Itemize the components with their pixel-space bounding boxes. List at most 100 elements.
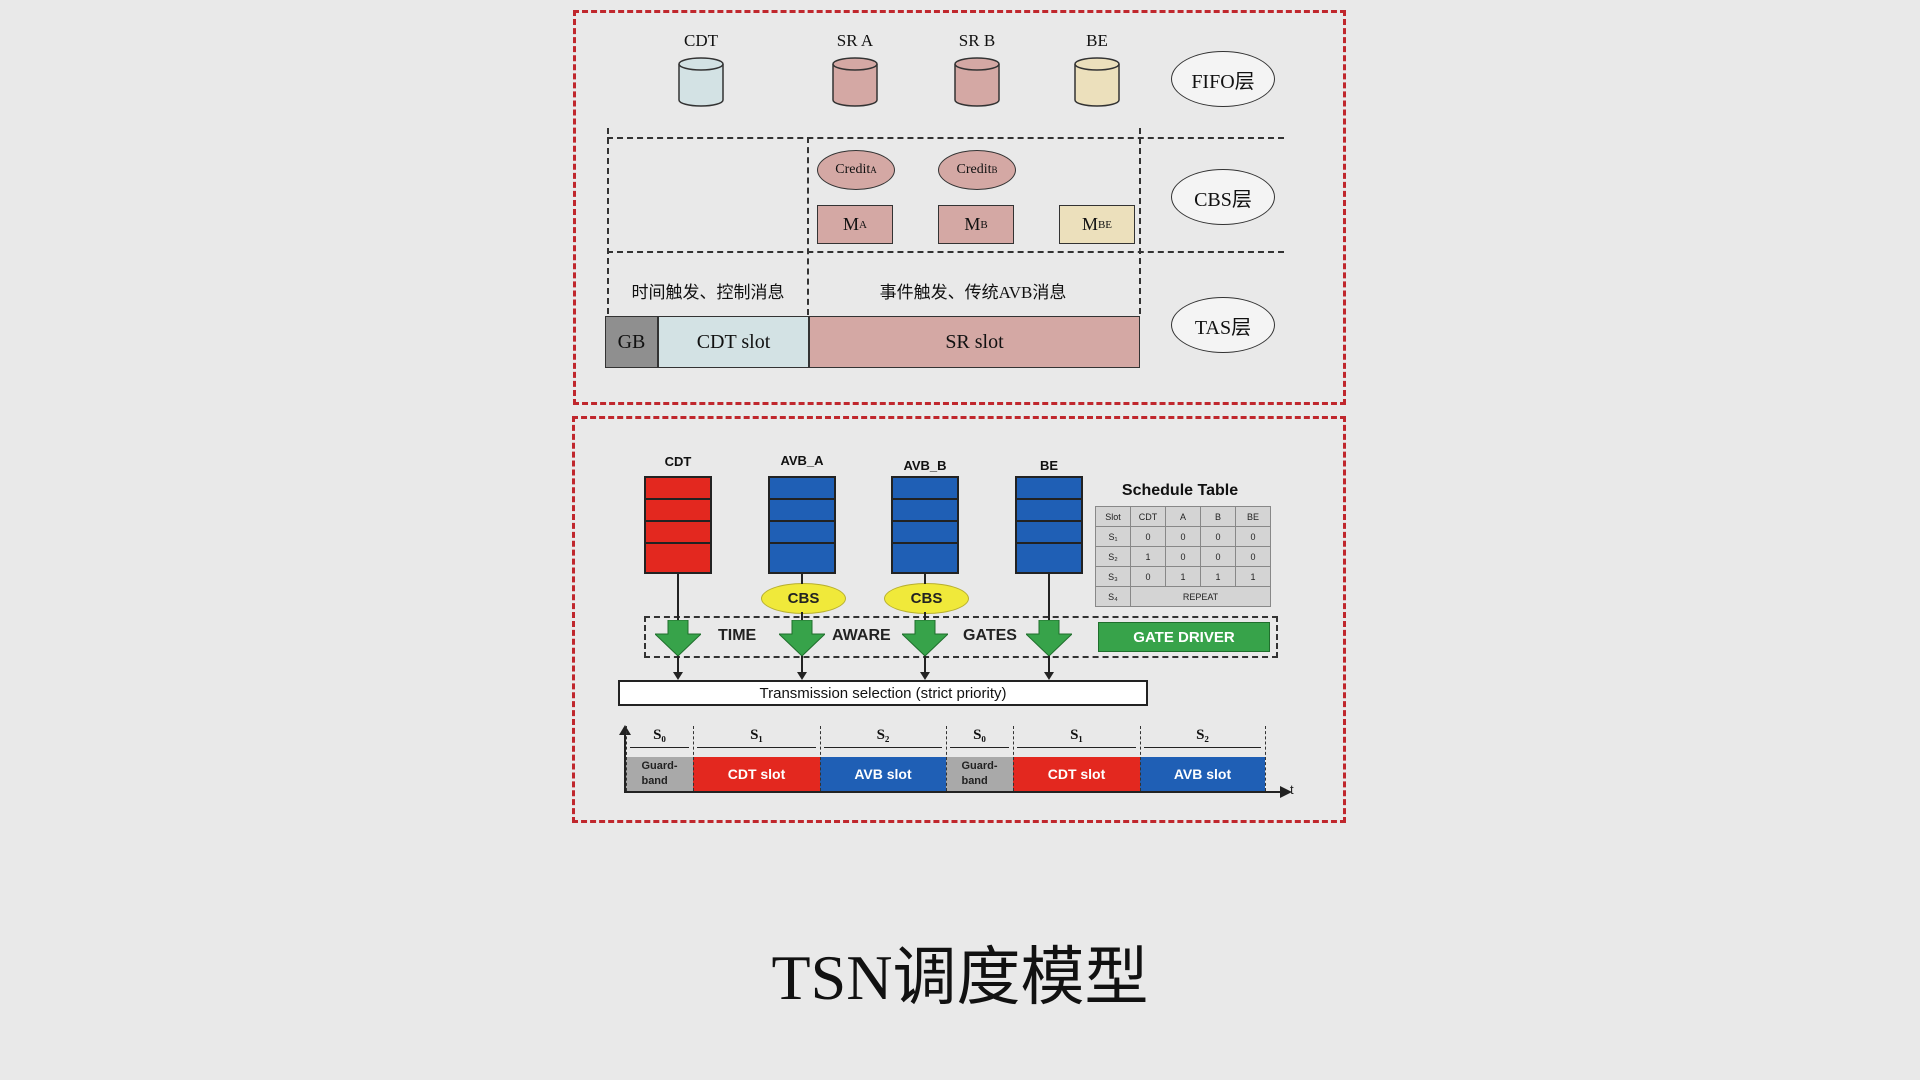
schedule-table-cell: 0 [1130, 526, 1166, 547]
gate-arrow-2 [902, 620, 948, 656]
gate-arrow-0 [655, 620, 701, 656]
transmission-arrowhead-3 [1044, 672, 1054, 680]
schedule-table-cell: 0 [1200, 546, 1236, 567]
timeline-segment-3: Guard- band [946, 757, 1013, 791]
schedule-table-cell: 0 [1165, 526, 1201, 547]
time-triggered-message-label: 时间触发、控制消息 [631, 282, 785, 302]
timeline-segment-label: CDT slot [1047, 766, 1106, 782]
gates-word-gates: GATES [963, 627, 1017, 644]
queue-to-cbs-connector-2 [924, 574, 926, 584]
sr-slot: SR slot [809, 316, 1140, 368]
timeline-slot-label-0: S₀ [653, 727, 666, 743]
queue-cell [1017, 500, 1081, 522]
timeline-boundary-tick [693, 726, 694, 791]
shaper-a-label: M [843, 214, 860, 234]
timeline-boundary-tick [626, 726, 627, 791]
fifo-queue-cylinder-0 [678, 57, 724, 107]
schedule-table-cell: S₃ [1095, 566, 1131, 587]
shaper-a-sub: A [859, 218, 867, 231]
queue-cell [893, 544, 957, 564]
cbs-layer-label: CBS层 [1171, 169, 1275, 225]
schedule-table-cell: Slot [1095, 506, 1131, 527]
schedule-table-cell: S₄ [1095, 586, 1131, 607]
shaper-b-label: M [964, 214, 981, 234]
tas-queue-3 [1015, 476, 1083, 574]
timeline-dimension-line-0 [630, 747, 689, 748]
queue-cell [893, 500, 957, 522]
timeline-slot-label-5: S₂ [1196, 727, 1209, 743]
shaper-be-sub: BE [1097, 218, 1113, 231]
gates-word-aware: AWARE [832, 627, 891, 644]
queue-cell [770, 522, 834, 544]
gate-arrow-3 [1026, 620, 1072, 656]
fifo-cbs-separator [607, 137, 1284, 139]
fifo-queue-cylinder-3 [1074, 57, 1120, 107]
tas-queue-1 [768, 476, 836, 574]
timeline-segment-2: AVB slot [820, 757, 946, 791]
queue-cell [646, 478, 710, 500]
figure-caption: TSN调度模型 [771, 942, 1149, 1013]
timeline-dimension-line-4 [1017, 747, 1136, 748]
time-aware-gates-box [644, 616, 1278, 658]
schedule-table-cell: B [1200, 506, 1236, 527]
schedule-table-cell: A [1165, 506, 1201, 527]
timeline-boundary-tick [1140, 726, 1141, 791]
schedule-table-cell: 0 [1165, 546, 1201, 567]
fifo-queue-cylinder-1 [832, 57, 878, 107]
fifo-cbs-tas-panel [573, 10, 1346, 405]
timeline-boundary-tick [946, 726, 947, 791]
queue-cell [1017, 478, 1081, 500]
schedule-table-cell: CDT [1130, 506, 1166, 527]
timeline-dimension-line-1 [697, 747, 816, 748]
timeline-segment-label: Guard- band [641, 760, 678, 787]
queue-cell [893, 522, 957, 544]
middle-boundary-dash [807, 137, 809, 315]
tas-detail-panel [572, 416, 1346, 823]
tas-queue-label-0: CDT [664, 453, 692, 469]
timeline-boundary-tick [820, 726, 821, 791]
schedule-table-cell: 0 [1235, 546, 1271, 567]
left-boundary-dash [607, 128, 609, 314]
cbs-tas-separator [607, 251, 1284, 253]
event-triggered-message-label: 事件触发、传统AVB消息 [879, 282, 1067, 302]
schedule-table-cell: 0 [1235, 526, 1271, 547]
fifo-queue-cylinder-2 [954, 57, 1000, 107]
timeline-y-axis [624, 730, 626, 792]
timeline-segment-1: CDT slot [693, 757, 820, 791]
timeline-segment-label: Guard- band [961, 760, 998, 787]
fifo-queue-label-0: CDT [684, 31, 718, 50]
timeline-segment-label: AVB slot [854, 766, 912, 782]
gb-slot: GB [605, 316, 658, 368]
fifo-queue-label-3: BE [1086, 31, 1108, 50]
tas-layer-label: TAS层 [1171, 297, 1275, 353]
timeline-boundary-tick [1265, 726, 1266, 791]
queue-cell [770, 500, 834, 522]
queue-cell [1017, 522, 1081, 544]
schedule-table-cell: 0 [1130, 566, 1166, 587]
queue-cell [646, 544, 710, 564]
gate-driver-box: GATE DRIVER [1098, 622, 1270, 652]
gates-word-time: TIME [718, 627, 757, 644]
schedule-table-cell: BE [1235, 506, 1271, 527]
fifo-queue-label-1: SR A [836, 31, 874, 50]
timeline-segment-0: Guard- band [626, 757, 693, 791]
cdt-slot: CDT slot [658, 316, 809, 368]
schedule-table-cell: REPEAT [1130, 586, 1271, 607]
shaper-be-label: M [1081, 214, 1098, 234]
credit-b-label: Credit [956, 162, 992, 177]
schedule-table-title: Schedule Table [1121, 482, 1239, 499]
schedule-table-cell: 0 [1200, 526, 1236, 547]
timeline-y-arrowhead [619, 725, 631, 735]
timeline-arrowhead [1280, 786, 1292, 798]
right-boundary-dash [1139, 128, 1141, 314]
queue-cell [770, 478, 834, 500]
fifo-queue-label-2: SR B [958, 31, 996, 50]
